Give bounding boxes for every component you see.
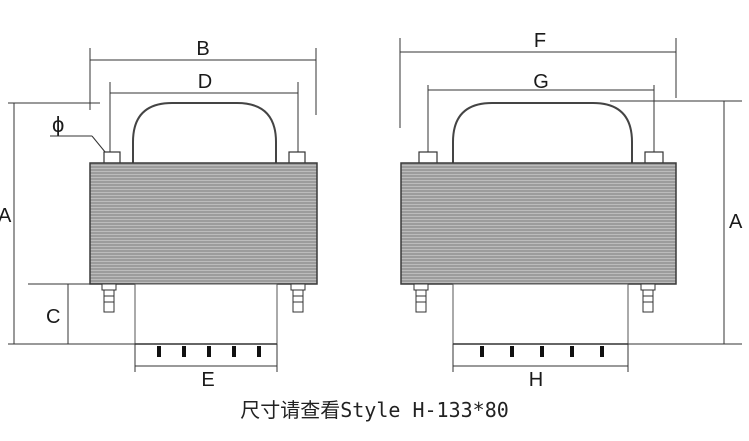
left-terminals xyxy=(157,346,261,357)
right-bolt-1 xyxy=(413,283,429,313)
dimension-a-right: A xyxy=(610,100,743,345)
label-a-right: A xyxy=(729,211,743,233)
dimension-h: H xyxy=(452,344,629,391)
caption-cn: 尺寸请查看 xyxy=(240,398,341,422)
left-pin-top-2 xyxy=(288,151,306,165)
dimension-a-left: A xyxy=(0,102,135,345)
dimension-b: B xyxy=(89,38,317,115)
left-pin-top-1 xyxy=(103,151,121,165)
dimension-f: F xyxy=(399,30,677,128)
right-handle xyxy=(452,102,633,163)
label-b: B xyxy=(196,38,209,60)
label-g: G xyxy=(533,71,549,93)
right-pin-top-2 xyxy=(644,151,664,165)
left-handle xyxy=(132,102,277,163)
left-bolt-2 xyxy=(290,283,306,313)
label-c: C xyxy=(46,306,60,328)
label-a-left: A xyxy=(0,205,12,227)
label-d: D xyxy=(198,71,212,93)
left-core xyxy=(89,162,318,285)
left-view: B D ϕ xyxy=(0,38,318,391)
dimension-g: G xyxy=(427,71,655,155)
dimension-d: D xyxy=(109,71,299,155)
right-core xyxy=(400,162,677,285)
label-h: H xyxy=(529,369,543,391)
dimension-e: E xyxy=(134,344,278,391)
left-base xyxy=(134,283,278,345)
right-terminals xyxy=(480,346,604,357)
right-base xyxy=(452,283,629,345)
label-phi: ϕ xyxy=(52,112,64,137)
caption: 尺寸请查看Style H-133*80 xyxy=(0,394,749,423)
right-view: F G xyxy=(399,30,743,391)
pin-diameter: ϕ xyxy=(50,112,111,159)
caption-model: Style H-133*80 xyxy=(340,398,509,422)
label-f: F xyxy=(534,30,546,52)
dimension-c: C xyxy=(28,283,104,344)
right-pin-top-1 xyxy=(418,151,438,165)
left-bolt-1 xyxy=(101,283,117,313)
label-e: E xyxy=(201,369,214,391)
right-bolt-2 xyxy=(640,283,656,313)
